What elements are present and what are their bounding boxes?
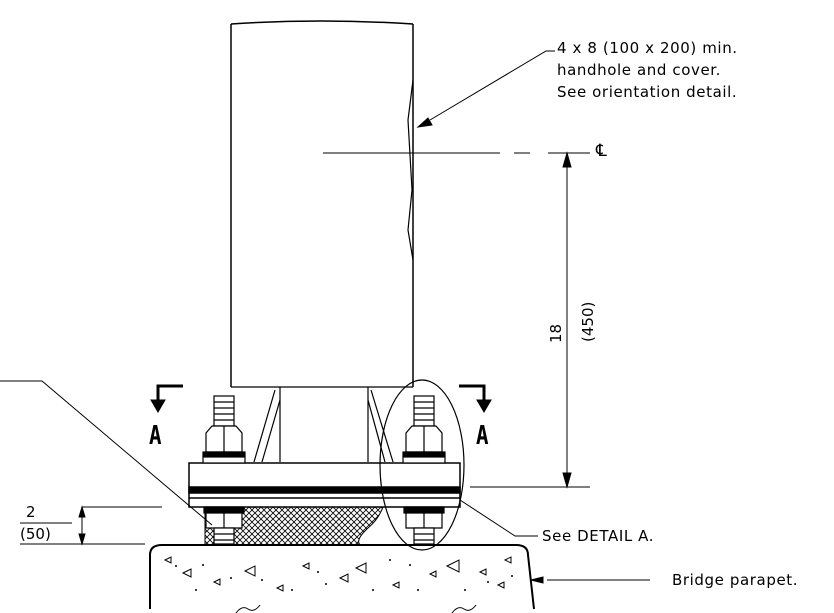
- section-label-left: A: [149, 421, 162, 451]
- base-stiffeners: [231, 386, 413, 463]
- grout-dimension-mm: (50): [20, 525, 51, 543]
- detail-a-note: See DETAIL A.: [542, 527, 655, 545]
- height-dimension-in: 18: [547, 323, 565, 343]
- parapet-leader: [530, 576, 650, 584]
- grout-pad: [204, 506, 384, 546]
- base-plate: [188, 462, 461, 508]
- handhole-leader: [416, 50, 555, 128]
- left-anchor-bolt: [202, 395, 246, 545]
- handhole-note-line1: 4 x 8 (100 x 200) min.: [557, 39, 738, 57]
- bridge-parapet: [149, 544, 535, 610]
- section-marker-right: [459, 384, 492, 413]
- height-dimension-mm: (450): [579, 301, 597, 342]
- concrete-dots: [175, 559, 513, 591]
- pole-shaft: [230, 20, 414, 387]
- detail-a-ellipse: [379, 379, 465, 551]
- grout-dimension-in: 2: [26, 503, 36, 521]
- section-marker-left: [150, 384, 183, 413]
- height-dimension: [470, 151, 590, 489]
- detail-a-leader: [459, 499, 538, 537]
- handhole-note-line3: See orientation detail.: [557, 83, 738, 101]
- parapet-note: Bridge parapet.: [672, 571, 799, 589]
- right-anchor-bolt: [402, 395, 446, 545]
- handhole-note-line2: handhole and cover.: [557, 61, 722, 79]
- grout-leader: [0, 380, 213, 526]
- grout-dimension: [20, 505, 162, 546]
- centerline-symbol: ℄: [596, 141, 607, 161]
- section-label-right: A: [476, 421, 489, 451]
- concrete-aggregate: [163, 556, 512, 613]
